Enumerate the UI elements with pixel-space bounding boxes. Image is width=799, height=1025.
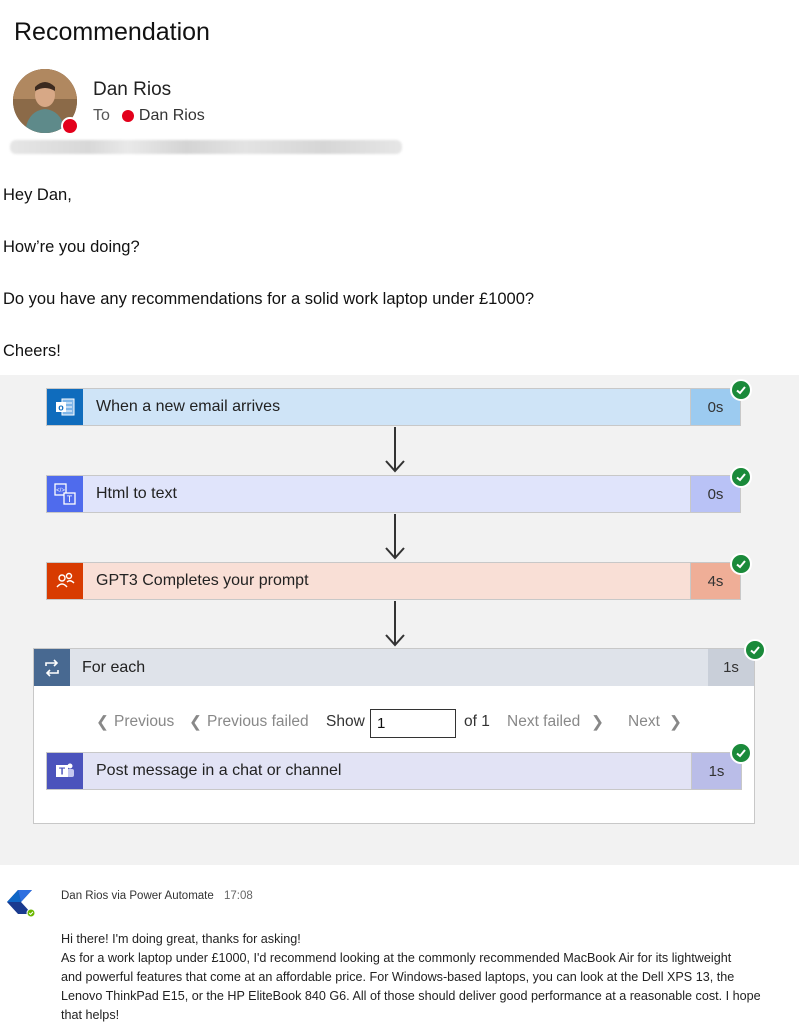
sender-name[interactable]: Dan Rios (93, 79, 172, 100)
message-line: and powerful features that come at an af… (61, 970, 735, 984)
next-button[interactable]: Next (628, 713, 660, 730)
chevron-left-icon: ❮ (96, 714, 109, 731)
success-check-icon (744, 639, 766, 661)
flow-step-for-each[interactable]: For each 1s ❮ Previous ❮ Previous failed… (33, 648, 755, 824)
chevron-left-icon: ❮ (189, 714, 202, 731)
flow-step-gpt3-prompt[interactable]: GPT3 Completes your prompt 4s (46, 562, 741, 600)
previous-failed-button[interactable]: Previous failed (207, 713, 309, 730)
chevron-right-icon: ❯ (591, 714, 604, 731)
success-check-icon (730, 379, 752, 401)
presence-busy-icon (61, 117, 79, 135)
email-body-line: Do you have any recommendations for a so… (3, 290, 535, 308)
loop-icon (34, 649, 70, 686)
recipient-name[interactable]: Dan Rios (138, 107, 205, 124)
success-check-icon (730, 553, 752, 575)
success-check-icon (730, 466, 752, 488)
flow-arrow-icon (385, 427, 405, 473)
flow-step-new-email[interactable]: o When a new email arrives 0s (46, 388, 741, 426)
message-sender[interactable]: Dan Rios via Power Automate (61, 890, 214, 902)
teams-icon: T (47, 753, 83, 789)
message-line: that helps! (61, 1008, 120, 1022)
sender-avatar[interactable] (13, 69, 77, 133)
message-line: Lenovo ThinkPad E15, or the HP EliteBook… (61, 989, 761, 1003)
openai-people-icon (47, 563, 83, 599)
chevron-right-icon: ❯ (669, 714, 682, 731)
message-body: Hi there! I'm doing great, thanks for as… (61, 930, 799, 1025)
step-label: Post message in a chat or channel (96, 762, 342, 779)
html-to-text-icon: </> T (47, 476, 83, 512)
power-automate-icon (7, 890, 36, 918)
previous-button[interactable]: Previous (114, 713, 175, 730)
svg-text:</>: </> (56, 488, 65, 494)
to-label: To (93, 107, 110, 124)
svg-text:T: T (59, 767, 65, 778)
svg-text:T: T (67, 494, 73, 504)
flow-step-html-to-text[interactable]: </> T Html to text 0s (46, 475, 741, 513)
success-check-icon (730, 742, 752, 764)
email-body-line: Cheers! (3, 342, 61, 360)
message-line: Hi there! I'm doing great, thanks for as… (61, 932, 301, 946)
iteration-count: of 1 (464, 713, 490, 730)
flow-arrow-icon (385, 514, 405, 560)
message-line: As for a work laptop under £1000, I'd re… (61, 951, 732, 965)
recipient-row: To Dan Rios (93, 107, 205, 125)
step-label: For each (82, 658, 146, 676)
for-each-header[interactable]: For each 1s (34, 649, 754, 686)
step-label: When a new email arrives (96, 398, 281, 415)
iteration-number-input[interactable] (370, 709, 456, 738)
svg-text:o: o (58, 403, 64, 413)
step-label: GPT3 Completes your prompt (96, 572, 309, 589)
recipient-presence-icon (121, 110, 134, 122)
message-timestamp: 17:08 (224, 890, 253, 902)
step-label: Html to text (96, 485, 177, 502)
outlook-icon: o (47, 389, 83, 425)
email-subject: Recommendation (14, 18, 210, 46)
email-body-line: How’re you doing? (3, 238, 140, 256)
blurred-redacted-text (10, 140, 402, 154)
flow-arrow-icon (385, 601, 405, 647)
next-failed-button[interactable]: Next failed (507, 713, 581, 730)
flow-step-post-message[interactable]: T Post message in a chat or channel 1s (46, 752, 742, 790)
show-label: Show (326, 713, 365, 730)
email-body-line: Hey Dan, (3, 186, 72, 204)
